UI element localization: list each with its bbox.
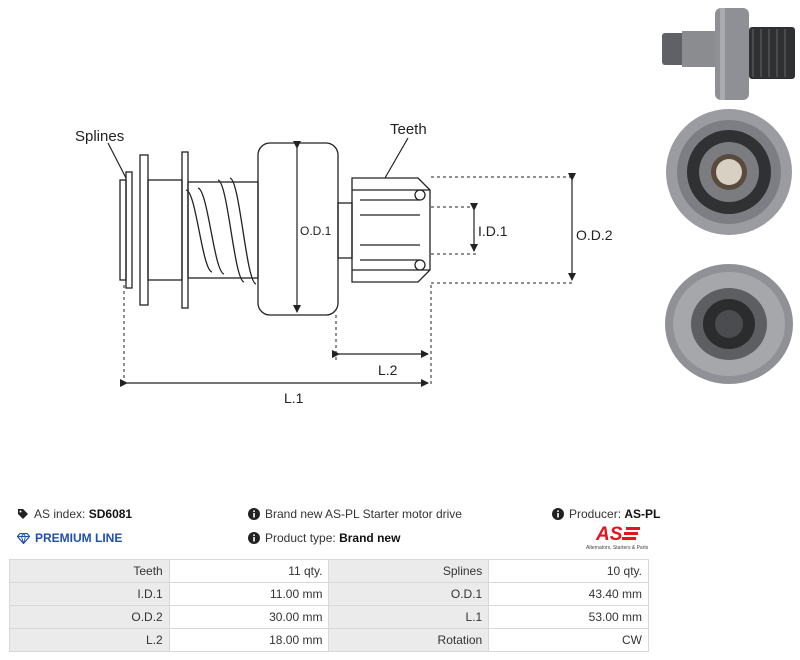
premium-line-text: PREMIUM LINE [35,531,123,545]
label-splines: Splines [75,128,124,145]
info-icon [552,508,564,520]
spec-label: O.D.1 [328,582,490,606]
logo-text: AS [595,524,623,545]
producer-value: AS-PL [624,507,661,521]
spec-label: L.2 [9,628,170,652]
left-flange [139,154,149,306]
description-text: Brand new AS-PL Starter motor drive [265,507,462,521]
info-icon [248,532,260,544]
as-index: AS index: SD6081 [17,506,132,522]
product-type-label: Product type: [265,531,336,545]
product-photo-front [666,109,792,235]
spec-label: Splines [328,559,490,583]
producer: Producer: AS-PL [552,506,660,522]
spec-label: Teeth [9,559,170,583]
spec-value: 10 qty. [488,559,649,583]
tag-icon [18,509,28,519]
diamond-icon [17,533,30,544]
label-id1: I.D.1 [478,223,508,239]
pinion [351,177,431,283]
as-index-label: AS index: [34,507,86,521]
info-icon [248,508,260,520]
description: Brand new AS-PL Starter motor drive [248,506,462,522]
premium-line: PREMIUM LINE [17,530,122,546]
spec-value: 18.00 mm [168,628,330,652]
spec-label: I.D.1 [9,582,170,606]
product-type: Product type: Brand new [248,530,400,546]
spec-value: CW [488,628,649,652]
producer-label: Producer: [569,507,622,521]
spec-value: 11 qty. [168,559,330,583]
spec-value: 11.00 mm [168,582,330,606]
logo-tagline: Alternators, Starters & Parts [586,545,649,551]
label-l2: L.2 [378,362,398,378]
spec-value: 43.40 mm [488,582,649,606]
label-od2: O.D.2 [576,227,613,243]
spec-value: 53.00 mm [488,605,649,629]
product-type-value: Brand new [339,531,401,545]
second-flange [181,151,189,309]
spline-face [119,179,127,281]
as-index-value: SD6081 [88,507,133,521]
label-l1: L.1 [284,390,304,406]
label-od1: O.D.1 [300,224,332,238]
label-teeth: Teeth [390,121,427,138]
product-photo-side [662,8,795,100]
spec-label: Rotation [328,628,490,652]
as-pl-logo: AS Alternators, Starters & Parts [586,524,649,551]
spec-label: O.D.2 [9,605,170,629]
product-photo-back [665,264,793,384]
spec-label: L.1 [328,605,490,629]
technical-drawing: Splines Teeth O.D.1 I.D.1 O.D.2 L.2 L.1 [75,121,613,406]
spec-value: 30.00 mm [168,605,330,629]
